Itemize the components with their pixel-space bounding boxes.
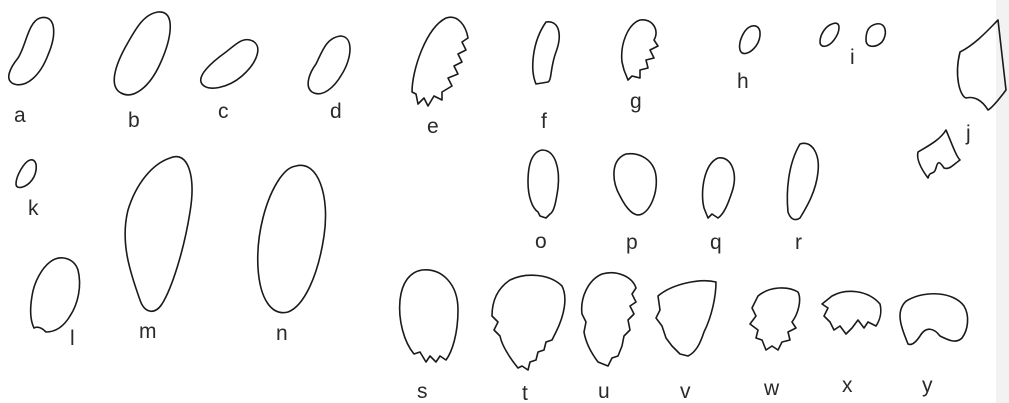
outline-k <box>16 160 36 188</box>
outline-j-upper <box>958 20 1006 110</box>
label-p: p <box>626 231 638 254</box>
outline-c <box>201 40 258 89</box>
label-h: h <box>737 70 749 93</box>
outline-b <box>114 12 170 95</box>
outline-e <box>412 17 468 106</box>
outline-l <box>31 258 80 332</box>
label-a: a <box>14 104 26 127</box>
outline-v <box>656 281 716 356</box>
outline-o <box>528 150 558 218</box>
outline-u <box>582 273 636 366</box>
label-d: d <box>330 100 342 123</box>
outline-p <box>614 154 656 215</box>
outline-g <box>622 20 658 80</box>
label-s: s <box>417 380 428 403</box>
outline-a <box>9 17 54 84</box>
label-n: n <box>276 322 288 345</box>
outline-t <box>492 275 565 370</box>
outline-m <box>125 157 192 312</box>
label-t: t <box>522 382 528 403</box>
label-o: o <box>535 230 547 253</box>
label-e: e <box>427 115 439 138</box>
label-l: l <box>70 327 75 350</box>
outline-n <box>258 165 326 312</box>
label-q: q <box>710 231 722 254</box>
outline-h <box>740 26 760 54</box>
label-v: v <box>680 380 691 403</box>
outline-i-right <box>866 24 885 46</box>
label-c: c <box>218 100 229 123</box>
label-i: i <box>850 46 855 69</box>
label-b: b <box>128 109 140 132</box>
outline-w <box>750 288 800 350</box>
label-r: r <box>795 231 802 254</box>
outline-i-left <box>820 23 839 46</box>
outline-x <box>822 291 881 334</box>
label-k: k <box>28 197 39 220</box>
label-j: j <box>965 122 971 145</box>
label-f: f <box>541 110 547 133</box>
outline-q <box>703 158 735 218</box>
label-m: m <box>139 320 157 343</box>
label-w: w <box>763 377 780 400</box>
label-x: x <box>842 374 853 397</box>
label-u: u <box>598 380 610 403</box>
outline-s <box>400 270 458 362</box>
outline-f <box>533 22 559 84</box>
outline-r <box>787 143 818 219</box>
outline-d <box>308 36 350 94</box>
outline-y <box>900 294 968 345</box>
label-y: y <box>922 374 933 397</box>
outline-j-lower <box>918 130 960 178</box>
label-g: g <box>630 90 642 113</box>
